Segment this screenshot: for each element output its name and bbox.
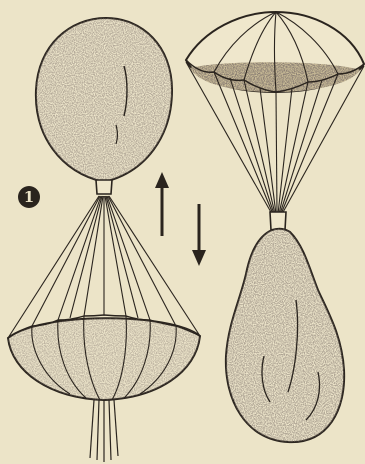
inflated-balloon-icon — [36, 18, 172, 194]
deflated-balloon-icon — [226, 229, 344, 442]
inverted-parachute-icon — [8, 196, 200, 462]
open-parachute-icon — [186, 12, 364, 230]
up-arrow-icon — [155, 172, 169, 236]
step-number-marker: 1 — [18, 186, 40, 208]
down-arrow-icon — [192, 204, 206, 266]
